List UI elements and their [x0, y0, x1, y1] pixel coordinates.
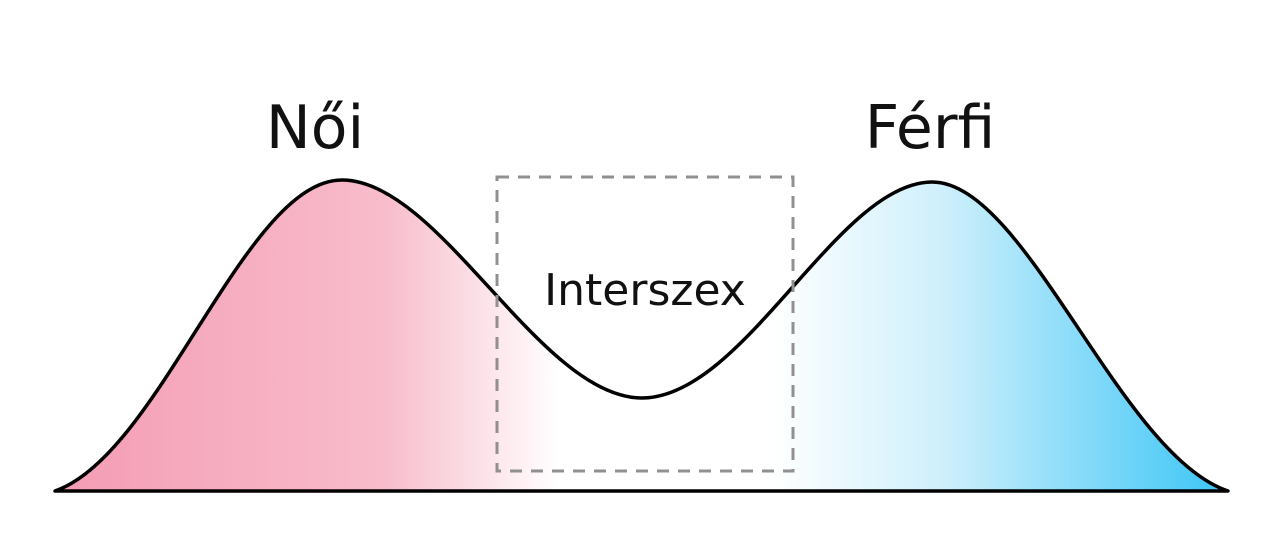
- interszex-dashed-box: [495, 175, 795, 473]
- right-peak-label: Férfi: [865, 93, 996, 163]
- middle-label: Interszex: [544, 265, 746, 316]
- bimodal-curve: [53, 178, 1230, 493]
- left-peak-label: Női: [266, 93, 364, 163]
